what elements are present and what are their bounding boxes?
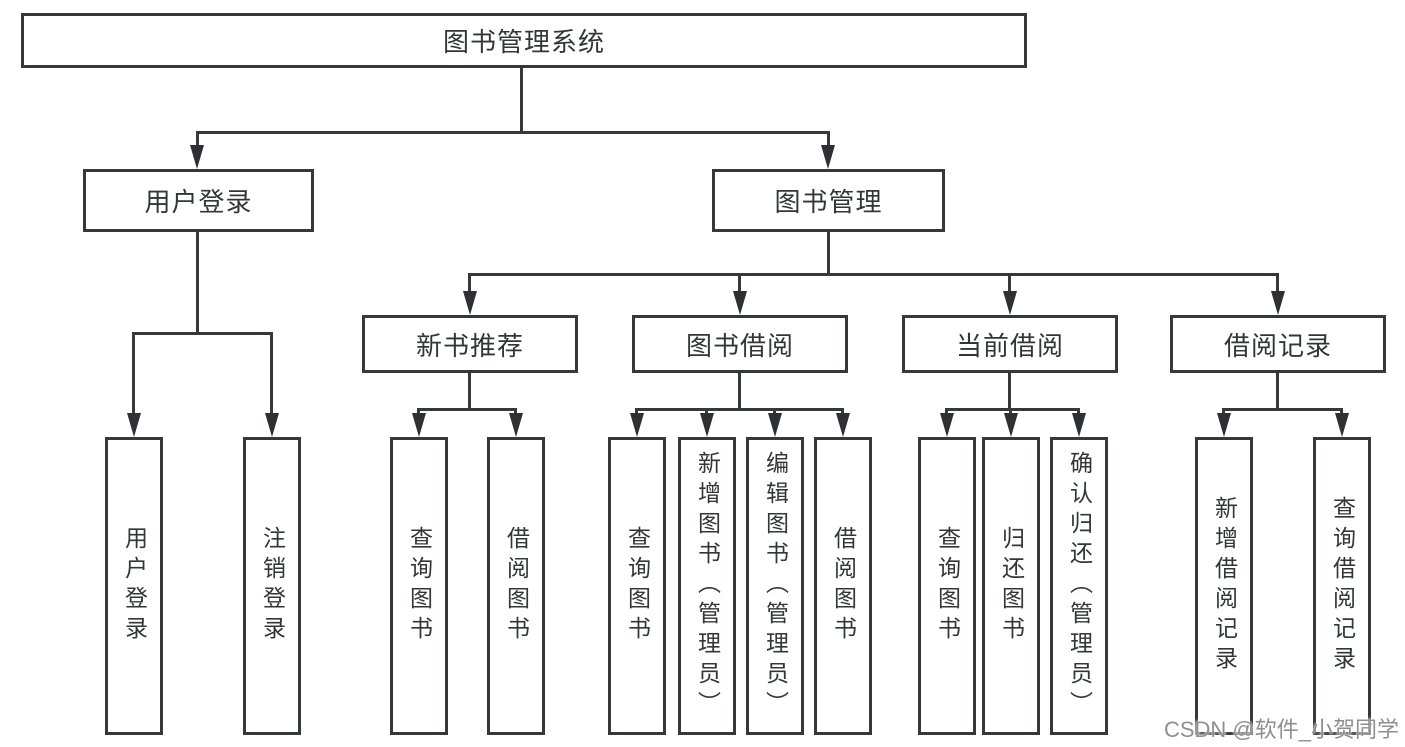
leaf-label: 查询借阅记录: [1329, 496, 1356, 676]
arrow-down-icon: [630, 413, 644, 437]
leaf-label: 查询图书: [406, 526, 433, 646]
connector-line: [468, 273, 471, 293]
node-book-management-system: 图书管理系统: [21, 13, 1027, 68]
arrow-down-icon: [1217, 413, 1231, 437]
arrow-down-icon: [190, 145, 204, 169]
leaf-logout: 注销登录: [243, 437, 301, 735]
connector-line: [1008, 273, 1011, 293]
connector-line: [1340, 408, 1343, 416]
node-label: 借阅记录: [1223, 330, 1332, 361]
connector-line: [1222, 408, 1225, 416]
connector-line: [945, 408, 948, 416]
leaf-label: 编辑图书（管理员）: [762, 451, 789, 721]
connector-line: [841, 408, 844, 416]
connector-line: [1276, 373, 1279, 408]
arrow-down-icon: [700, 413, 714, 437]
connector-line: [827, 131, 830, 148]
connector-line: [1077, 408, 1080, 416]
arrow-down-icon: [1271, 291, 1285, 315]
leaf-borrow-book: 借阅图书: [814, 437, 872, 735]
arrow-down-icon: [1004, 413, 1018, 437]
connector-line: [270, 332, 273, 415]
leaf-add-book-admin: 新增图书（管理员）: [678, 437, 736, 735]
connector-line: [773, 408, 776, 416]
arrow-down-icon: [463, 291, 477, 315]
leaf-user-login: 用户登录: [105, 437, 163, 735]
leaf-label: 查询图书: [934, 526, 961, 646]
leaf-label: 新增图书（管理员）: [694, 451, 721, 721]
leaf-return-book: 归还图书: [982, 437, 1040, 735]
node-book-management: 图书管理: [712, 169, 945, 232]
connector-line: [1009, 408, 1012, 416]
csdn-watermark: CSDN @软件_小贺同学: [1163, 717, 1399, 742]
leaf-label: 借阅图书: [830, 526, 857, 646]
connector-line: [468, 273, 1278, 276]
leaf-label: 归还图书: [998, 526, 1025, 646]
node-book-borrow: 图书借阅: [632, 315, 848, 373]
arrow-down-icon: [940, 413, 954, 437]
node-label: 新书推荐: [415, 330, 524, 361]
node-label: 用户登录: [144, 187, 253, 217]
node-label: 图书管理: [774, 187, 883, 217]
leaf-label: 确认归还（管理员）: [1066, 451, 1093, 721]
connector-line: [134, 332, 273, 335]
leaf-label: 注销登录: [259, 526, 286, 646]
node-label: 图书借阅: [685, 330, 794, 361]
connector-line: [132, 332, 135, 415]
node-borrow-records: 借阅记录: [1170, 315, 1386, 373]
arrow-down-icon: [1072, 413, 1086, 437]
connector-line: [637, 408, 843, 411]
leaf-label: 查询图书: [624, 526, 651, 646]
leaf-edit-book-admin: 编辑图书（管理员）: [746, 437, 804, 735]
arrow-down-icon: [127, 413, 141, 437]
leaf-label: 新增借阅记录: [1211, 496, 1238, 676]
arrow-down-icon: [265, 413, 279, 437]
connector-line: [419, 408, 516, 411]
leaf-query-book-recommend: 查询图书: [390, 437, 448, 735]
node-new-book-recommend: 新书推荐: [362, 315, 578, 373]
connector-line: [827, 232, 830, 273]
leaf-confirm-return-admin: 确认归还（管理员）: [1050, 437, 1108, 735]
node-label: 图书管理系统: [442, 27, 605, 57]
arrow-down-icon: [821, 145, 835, 169]
connector-line: [514, 408, 517, 416]
node-user-login: 用户登录: [83, 169, 314, 232]
connector-line: [738, 373, 741, 408]
leaf-query-book-current: 查询图书: [918, 437, 976, 735]
connector-line: [520, 68, 523, 131]
connector-line: [196, 131, 199, 148]
leaf-label: 借阅图书: [503, 526, 530, 646]
leaf-borrow-book-recommend: 借阅图书: [487, 437, 545, 735]
node-label: 当前借阅: [955, 330, 1064, 361]
arrow-down-icon: [836, 413, 850, 437]
connector-line: [738, 273, 741, 293]
connector-line: [196, 131, 830, 134]
connector-line: [1224, 408, 1342, 411]
arrow-down-icon: [1335, 413, 1349, 437]
connector-line: [196, 232, 199, 332]
connector-line: [635, 408, 638, 416]
arrow-down-icon: [733, 291, 747, 315]
leaf-query-borrow-record: 查询借阅记录: [1313, 437, 1371, 735]
connector-line: [947, 408, 1079, 411]
arrow-down-icon: [412, 413, 426, 437]
node-current-borrow: 当前借阅: [902, 315, 1118, 373]
leaf-query-book-borrow: 查询图书: [608, 437, 666, 735]
connector-line: [417, 408, 420, 416]
arrow-down-icon: [768, 413, 782, 437]
connector-line: [1008, 373, 1011, 408]
arrow-down-icon: [509, 413, 523, 437]
arrow-down-icon: [1003, 291, 1017, 315]
connector-line: [1276, 273, 1279, 293]
leaf-label: 用户登录: [121, 526, 148, 646]
connector-line: [468, 373, 471, 408]
connector-line: [705, 408, 708, 416]
leaf-add-borrow-record: 新增借阅记录: [1195, 437, 1253, 735]
